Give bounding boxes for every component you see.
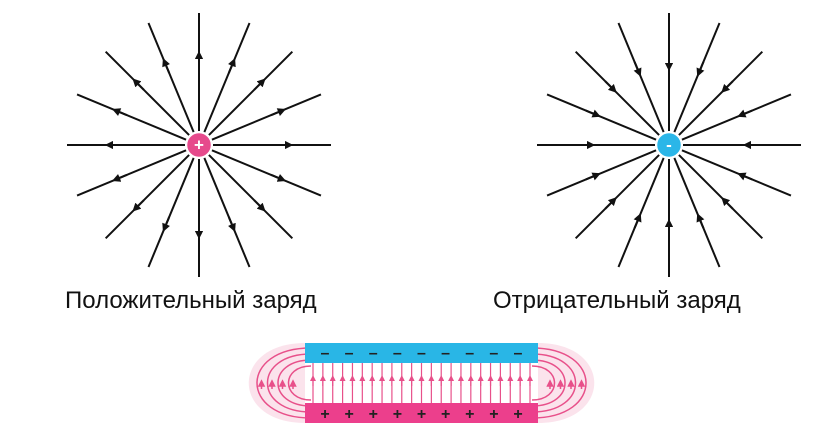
field-arrow-icon bbox=[721, 80, 734, 93]
positive-plate bbox=[305, 403, 538, 423]
fringe-field-line bbox=[266, 353, 312, 413]
field-line bbox=[681, 93, 792, 141]
field-line bbox=[76, 149, 187, 197]
field-arrow-icon bbox=[162, 57, 171, 74]
field-arrow-icon bbox=[132, 78, 145, 91]
charge-symbol: + bbox=[194, 136, 204, 155]
field-line bbox=[208, 50, 294, 136]
plate-sign-minus: – bbox=[321, 345, 330, 362]
field-line bbox=[203, 157, 251, 268]
plate-sign-plus: + bbox=[369, 406, 378, 423]
fringe-field-line bbox=[277, 359, 312, 407]
field-line bbox=[617, 157, 665, 268]
plate-sign-plus: + bbox=[344, 406, 353, 423]
positive-charge-field: + bbox=[67, 13, 331, 277]
plate-sign-minus: – bbox=[489, 345, 498, 362]
field-arrow-icon bbox=[227, 57, 236, 74]
field-line bbox=[104, 50, 190, 136]
field-line bbox=[617, 22, 665, 133]
fringe-field-line bbox=[531, 365, 556, 401]
plate-sign-plus: + bbox=[513, 406, 522, 423]
fringe-field-line bbox=[531, 347, 587, 419]
plate-sign-plus: + bbox=[465, 406, 474, 423]
charge-circle bbox=[655, 131, 683, 159]
field-arrow-icon bbox=[585, 172, 601, 181]
field-line bbox=[203, 22, 251, 133]
plate-sign-minus: – bbox=[345, 345, 354, 362]
field-arrow-icon bbox=[604, 80, 617, 93]
plate-sign-plus: + bbox=[393, 406, 402, 423]
plate-sign-plus: + bbox=[441, 406, 450, 423]
plate-sign-plus: + bbox=[489, 406, 498, 423]
charge-circle bbox=[185, 131, 213, 159]
plate-sign-minus: – bbox=[514, 345, 523, 362]
field-arrow-icon bbox=[737, 109, 753, 118]
field-line bbox=[673, 157, 721, 268]
field-arrow-icon bbox=[253, 78, 266, 91]
fringe-region-right bbox=[538, 343, 595, 423]
plate-sign-minus: – bbox=[441, 345, 450, 362]
field-line bbox=[681, 149, 792, 197]
negative-charge-field: - bbox=[537, 13, 801, 277]
plate-sign-minus: – bbox=[369, 345, 378, 362]
field-arrow-icon bbox=[253, 199, 266, 212]
field-arrow-icon bbox=[111, 108, 128, 117]
charge-symbol: - bbox=[666, 136, 672, 155]
field-line bbox=[678, 154, 764, 240]
plate-sign-minus: – bbox=[417, 345, 426, 362]
plate-sign-plus: + bbox=[320, 406, 329, 423]
field-line bbox=[147, 157, 195, 268]
plate-sign-minus: – bbox=[465, 345, 474, 362]
fringe-region-left bbox=[248, 343, 305, 423]
positive-charge-caption: Положительный заряд bbox=[65, 287, 317, 314]
field-arrow-icon bbox=[633, 213, 642, 229]
field-arrow-icon bbox=[162, 216, 171, 233]
fringe-field-line bbox=[256, 347, 312, 419]
field-arrow-icon bbox=[132, 199, 145, 212]
field-arrow-icon bbox=[604, 197, 617, 210]
field-arrow-icon bbox=[721, 197, 734, 210]
field-line bbox=[211, 149, 322, 197]
field-line bbox=[147, 22, 195, 133]
field-arrow-icon bbox=[227, 216, 236, 233]
negative-plate bbox=[305, 343, 538, 363]
field-line bbox=[574, 154, 660, 240]
field-arrow-icon bbox=[633, 61, 642, 77]
plate-sign-minus: – bbox=[393, 345, 402, 362]
field-arrow-icon bbox=[585, 109, 601, 118]
fringe-field-line bbox=[531, 353, 577, 413]
plate-sign-plus: + bbox=[417, 406, 426, 423]
fringe-field-line bbox=[287, 365, 312, 401]
field-line bbox=[211, 93, 322, 141]
field-line bbox=[574, 50, 660, 136]
field-arrow-icon bbox=[270, 108, 287, 117]
field-arrow-icon bbox=[696, 213, 705, 229]
negative-charge-caption: Отрицательный заряд bbox=[493, 287, 741, 314]
field-arrow-icon bbox=[696, 61, 705, 77]
field-arrow-icon bbox=[737, 172, 753, 181]
fringe-field-line bbox=[531, 359, 566, 407]
field-line bbox=[546, 93, 657, 141]
field-line bbox=[678, 50, 764, 136]
field-arrow-icon bbox=[270, 173, 287, 182]
field-line bbox=[208, 154, 294, 240]
field-arrow-icon bbox=[111, 173, 128, 182]
capacitor-field-diagram: – + – + – + – + – + – + – + – + – + bbox=[248, 343, 595, 423]
field-line bbox=[673, 22, 721, 133]
field-line bbox=[546, 149, 657, 197]
field-line bbox=[104, 154, 190, 240]
field-line bbox=[76, 93, 187, 141]
